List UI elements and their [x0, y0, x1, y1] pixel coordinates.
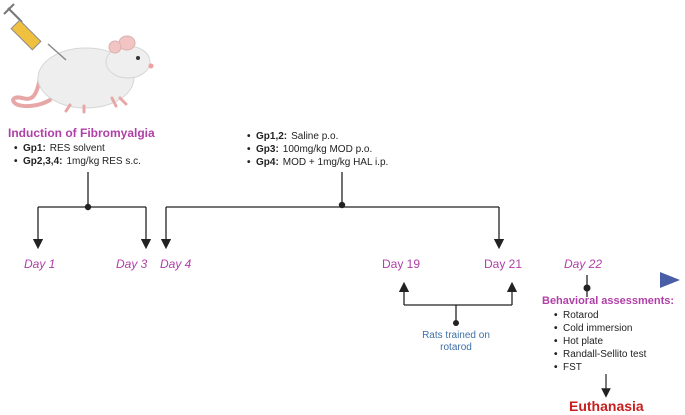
treatment-item: Gp4:MOD + 1mg/kg HAL i.p. — [247, 156, 388, 169]
treatment-item: Gp3:100mg/kg MOD p.o. — [247, 143, 388, 156]
assessment-item: Rotarod — [554, 309, 646, 322]
training-label-line2: rotarod — [440, 342, 472, 353]
syringe-icon — [3, 3, 67, 61]
euthanasia-label: Euthanasia — [569, 398, 644, 414]
day-label-1: Day 1 — [24, 257, 56, 271]
assessment-item: Randall-Sellito test — [554, 348, 646, 361]
induction-list: Gp1:RES solvent Gp2,3,4:1mg/kg RES s.c. — [14, 142, 141, 168]
assessments-list: Rotarod Cold immersion Hot plate Randall… — [554, 309, 646, 374]
training-bracket-dot — [453, 320, 459, 326]
assessment-item: Cold immersion — [554, 322, 646, 335]
induction-bracket — [32, 172, 152, 250]
induction-item: Gp2,3,4:1mg/kg RES s.c. — [14, 155, 141, 168]
assessment-item: Hot plate — [554, 335, 646, 348]
assessment-item: FST — [554, 361, 646, 374]
induction-title: Induction of Fibromyalgia — [8, 126, 155, 140]
training-bracket — [398, 281, 518, 322]
day-label-21: Day 21 — [484, 257, 523, 271]
day-label-22: Day 22 — [564, 257, 603, 271]
rat-illustration — [11, 35, 154, 114]
training-label: Rats trained on rotarod — [410, 330, 502, 354]
day-label-3: Day 3 — [116, 257, 148, 271]
day-label-19: Day 19 — [382, 257, 421, 271]
induction-item: Gp1:RES solvent — [14, 142, 141, 155]
timeline-arrowhead — [660, 272, 680, 288]
day-label-4: Day 4 — [160, 257, 192, 271]
treatment-item: Gp1,2:Saline p.o. — [247, 130, 388, 143]
assessments-title: Behavioral assessments: — [542, 295, 675, 307]
induction-bracket-dot — [84, 203, 92, 211]
day22-marker-dot — [583, 284, 591, 292]
treatment-list: Gp1,2:Saline p.o. Gp3:100mg/kg MOD p.o. … — [247, 130, 388, 169]
treatment-bracket-dot — [338, 201, 346, 209]
training-label-line1: Rats trained on — [422, 330, 490, 341]
treatment-bracket — [160, 172, 505, 250]
